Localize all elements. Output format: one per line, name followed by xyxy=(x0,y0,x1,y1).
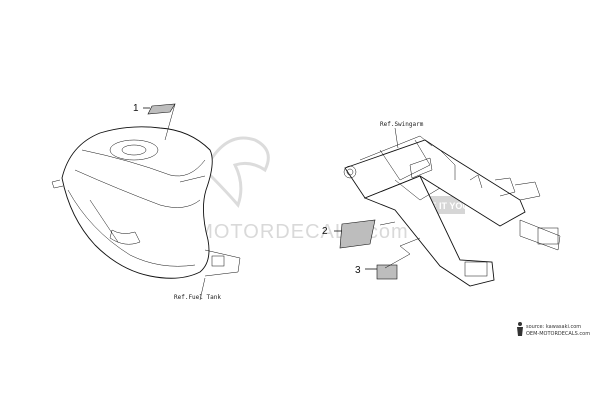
ref-label-swingarm: Ref.Swingarm xyxy=(380,121,424,128)
callout-number-3: 3 xyxy=(355,265,361,276)
callout-number-2: 2 xyxy=(322,226,328,237)
decal-part-3[interactable] xyxy=(376,264,398,280)
decal-part-1[interactable] xyxy=(147,103,176,115)
leader-lines xyxy=(143,103,421,301)
ref-label-fuel-tank: Ref.Fuel Tank xyxy=(174,294,221,301)
watermark-logo-icon xyxy=(203,136,270,208)
swingarm-illustration xyxy=(343,135,561,287)
decal-part-2[interactable] xyxy=(339,219,376,249)
watermark-badge-text: MAKE IT YOURS xyxy=(410,201,481,211)
source-line-2: OEM-MOTORDECALS.com xyxy=(526,331,590,337)
person-silhouette-icon xyxy=(517,322,523,336)
source-line-1: source: kawasaki.com xyxy=(526,324,581,330)
source-credit: source: kawasaki.com OEM-MOTORDECALS.com xyxy=(517,322,590,337)
callout-number-1: 1 xyxy=(133,103,139,114)
fuel-tank-illustration xyxy=(51,126,241,279)
